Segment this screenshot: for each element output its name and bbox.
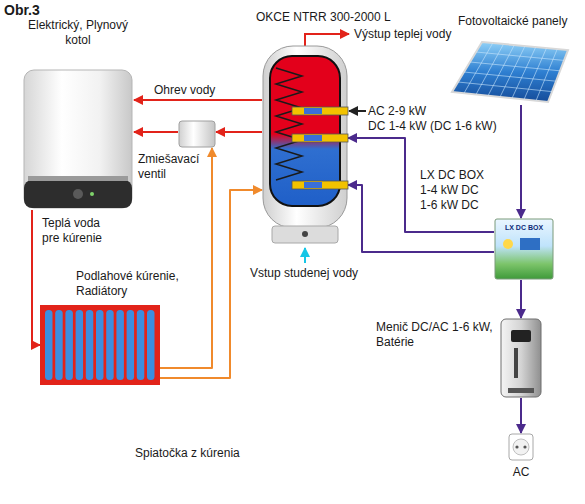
boiler-node-shape <box>22 68 134 210</box>
power-label: DC 1-4 kW (DC 1-6 kW) <box>368 119 497 134</box>
edge-label: Ohrev vody <box>152 83 217 98</box>
boiler-node: Elektrický, Plynový kotol <box>22 68 134 210</box>
pipe-connector <box>348 138 494 232</box>
solar-panel-node: Fotovoltaické panely <box>448 40 570 105</box>
floor-heating-node: Podlahové kúrenie, Radiátory <box>40 305 160 385</box>
node-label: Zmiešavací ventil <box>138 152 210 182</box>
solar-panel-node-shape <box>448 40 570 105</box>
outlet-label: Výstup teplej vody <box>354 27 451 42</box>
mixing-valve-node: Zmiešavací ventil <box>178 120 216 148</box>
dc-box-node: LX DC BOX 1-4 kW DC 1-6 kW DCLX DC BOX <box>494 218 554 280</box>
cold-water-inlet <box>304 248 306 263</box>
node-label: Podlahové kúrenie, Radiátory <box>76 269 194 299</box>
node-label: OKCE NTRR 300-2000 L <box>256 10 391 25</box>
tank-node: OKCE NTRR 300-2000 L <box>262 40 348 245</box>
power-label: AC 2-9 kW <box>368 104 426 119</box>
ac-supply-arrow <box>349 110 366 112</box>
pipe-connector <box>134 131 178 133</box>
pipe-connector <box>32 210 40 345</box>
mixing-valve-node-shape <box>178 120 216 148</box>
floor-heating-node-shape <box>40 305 160 385</box>
return-label: Spiatočka z kúrenia <box>135 446 240 461</box>
node-label: LX DC BOX 1-4 kW DC 1-6 kW DC <box>420 168 492 213</box>
flow-label: Teplá voda pre kúrenie <box>42 216 117 246</box>
device-caption: LX DC BOX <box>494 223 554 232</box>
inverter-node: Menič DC/AC 1-6 kW, Batérie <box>500 318 542 398</box>
pipe-connector <box>520 398 522 433</box>
figure-number: Obr.3 <box>4 3 40 18</box>
inverter-node-shape <box>500 318 542 398</box>
node-label: Menič DC/AC 1-6 kW, Batérie <box>376 320 496 350</box>
pipe-connector <box>216 131 262 133</box>
hot-water-outlet <box>305 34 349 46</box>
socket-node: AC <box>508 433 534 461</box>
pipe-connector <box>134 99 262 101</box>
pipe-connector <box>520 280 522 318</box>
socket-node-shape <box>508 433 534 461</box>
tank-node-shape <box>262 40 348 245</box>
pipe-connector <box>160 148 212 368</box>
pipe-connector <box>520 105 522 218</box>
node-label: Fotovoltaické panely <box>458 14 567 29</box>
node-label: AC <box>504 465 538 480</box>
inlet-label: Vstup studenej vody <box>250 266 358 281</box>
node-label: Elektrický, Plynový kotol <box>20 18 136 48</box>
